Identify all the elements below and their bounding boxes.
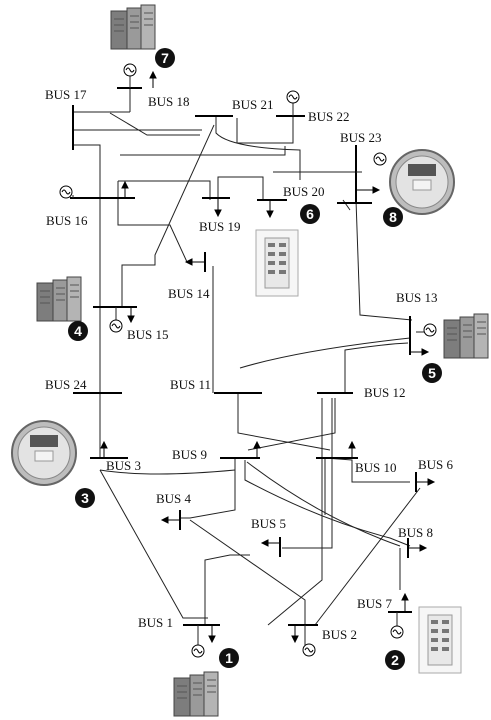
bus-23-label: BUS 23 [340, 130, 382, 145]
bus-4-label: BUS 4 [156, 491, 192, 506]
marker-7: 7 [155, 48, 175, 68]
bus-7-label: BUS 7 [357, 596, 393, 611]
bus-8-label: BUS 8 [398, 525, 433, 540]
bus-1-label: BUS 1 [138, 615, 173, 630]
transmission-lines [73, 88, 421, 626]
svg-text:3: 3 [81, 490, 89, 506]
node-markers: 1 2 3 4 5 6 7 8 [68, 48, 442, 670]
marker-1: 1 [219, 648, 239, 668]
bus-22-label: BUS 22 [308, 109, 350, 124]
svg-text:4: 4 [74, 323, 82, 339]
svg-text:8: 8 [389, 209, 397, 225]
marker-3: 3 [75, 488, 95, 508]
svg-text:7: 7 [161, 50, 169, 66]
bus-9-label: BUS 9 [172, 447, 207, 462]
marker-8: 8 [383, 207, 403, 227]
bus-3-label: BUS 3 [106, 458, 141, 473]
generator-icon [59, 63, 437, 658]
bus-15-label: BUS 15 [127, 327, 169, 342]
marker-4: 4 [68, 321, 88, 341]
bus-18-label: BUS 18 [148, 94, 190, 109]
bus-6-label: BUS 6 [418, 457, 454, 472]
bus-17-label: BUS 17 [45, 87, 87, 102]
load-arrows [100, 70, 436, 644]
bus-20-label: BUS 20 [283, 184, 325, 199]
bus-16-label: BUS 16 [46, 213, 88, 228]
marker-6: 6 [300, 204, 320, 224]
bus-24-label: BUS 24 [45, 377, 87, 392]
bus-12-label: BUS 12 [364, 385, 406, 400]
bus-labels: BUS 1 BUS 2 BUS 3 BUS 4 BUS 5 BUS 6 BUS … [45, 87, 454, 642]
svg-text:2: 2 [391, 652, 399, 668]
bus-13-label: BUS 13 [396, 290, 438, 305]
bus-2-label: BUS 2 [322, 627, 357, 642]
bus-19-label: BUS 19 [199, 219, 241, 234]
bus-bars [70, 87, 417, 626]
bus-11-label: BUS 11 [170, 377, 211, 392]
svg-text:6: 6 [306, 206, 314, 222]
bus-5-label: BUS 5 [251, 516, 286, 531]
marker-2: 2 [385, 650, 405, 670]
marker-5: 5 [422, 363, 442, 383]
svg-text:5: 5 [428, 365, 436, 381]
bus-10-label: BUS 10 [355, 460, 397, 475]
svg-text:1: 1 [225, 650, 233, 666]
bus-14-label: BUS 14 [168, 286, 210, 301]
bus-21-label: BUS 21 [232, 97, 274, 112]
